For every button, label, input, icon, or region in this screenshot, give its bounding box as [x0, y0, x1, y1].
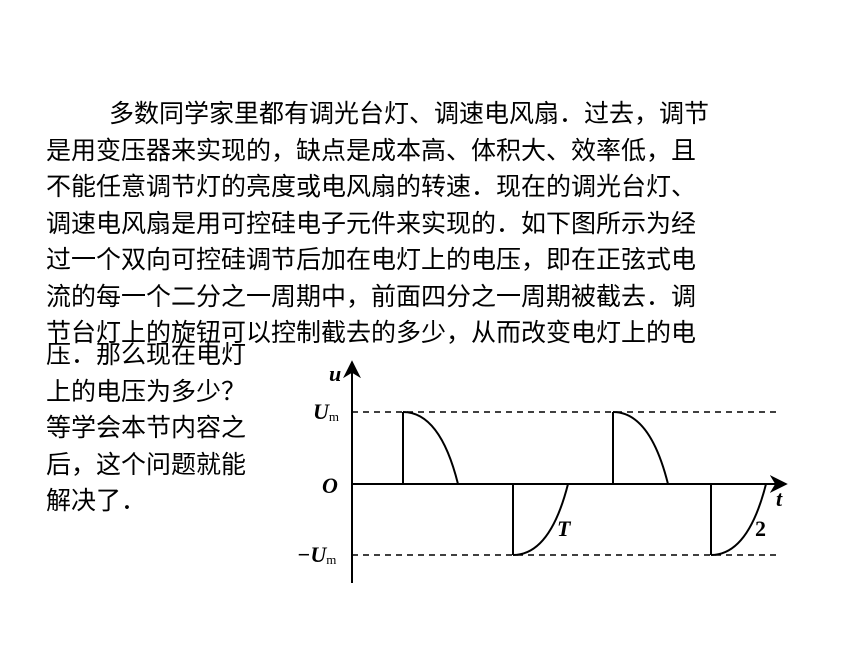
- waveform-negative-curve-2: [710, 483, 767, 556]
- umin-label-sub: m: [326, 552, 336, 567]
- paragraph-line: 节台灯上的旋钮可以控制截去的多少，从而改变电灯上的电: [46, 318, 697, 347]
- wrapped-line: 后，这个问题就能: [46, 449, 247, 479]
- waveform-positive-curve-2: [612, 411, 669, 485]
- wrapped-line: 上的电压为多少？: [46, 376, 247, 406]
- paragraph-line: 多数同学家里都有调光台灯、调速电风扇．过去，调节: [109, 99, 710, 128]
- waveform-negative-curve-1: [512, 483, 569, 556]
- umax-label-sub: m: [329, 409, 339, 424]
- paragraph-line: 过一个双向可控硅调节后加在电灯上的电压，即在正弦式电: [46, 245, 697, 274]
- x-axis-label: t: [776, 486, 783, 511]
- wrapped-line: 压．那么现在电灯: [46, 340, 247, 369]
- umin-label: −Um: [297, 542, 336, 567]
- origin-label: O: [322, 473, 338, 498]
- second-period-label: 2: [755, 516, 766, 541]
- paragraph-line: 调速电风扇是用可控硅电子元件来实现的．如下图所示为经: [46, 208, 697, 238]
- paragraph-line: 是用变压器来实现的，缺点是成本高、体积大、效率低，且: [46, 135, 697, 165]
- paragraph-line: 流的每一个二分之一周期中，前面四分之一周期被截去．调: [46, 281, 697, 311]
- intro-paragraph: 多数同学家里都有调光台灯、调速电风扇．过去，调节 是用变压器来实现的，缺点是成本…: [46, 96, 806, 352]
- umin-label-main: −U: [297, 542, 327, 567]
- y-axis-label: u: [329, 361, 341, 386]
- wrapped-line: 解决了．: [46, 486, 147, 515]
- waveform: [402, 411, 767, 556]
- waveform-positive-curve-1: [402, 411, 459, 485]
- umax-label-main: U: [313, 399, 330, 424]
- paragraph-line: 不能任意调节灯的亮度或电风扇的转速．现在的调光台灯、: [46, 172, 697, 201]
- wrapped-text-column: 压．那么现在电灯 上的电压为多少？ 等学会本节内容之 后，这个问题就能 解决了．: [46, 337, 246, 520]
- umax-label: Um: [313, 399, 339, 424]
- wrapped-line: 等学会本节内容之: [46, 413, 247, 442]
- period-label: T: [557, 516, 572, 541]
